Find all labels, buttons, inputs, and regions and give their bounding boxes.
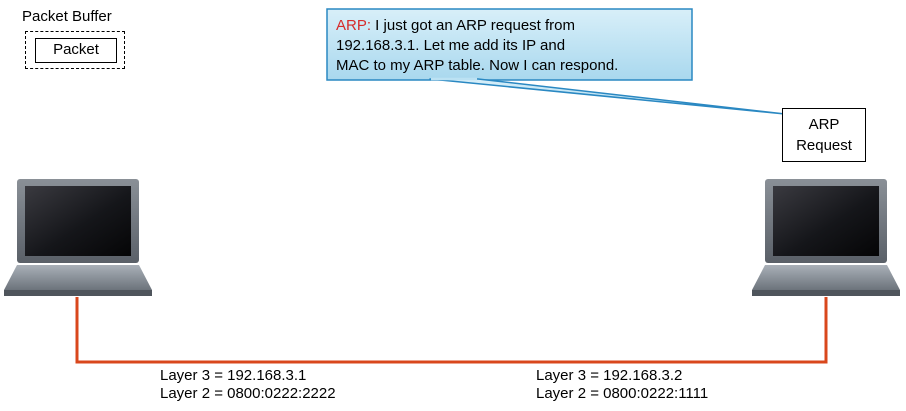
host-right-layer2: Layer 2 = 0800:0222:1111: [536, 385, 709, 402]
callout-bubble: [326, 8, 786, 115]
host-right-layer3: Layer 3 = 192.168.3.2: [536, 367, 683, 384]
packet-buffer: [25, 31, 125, 69]
host-left-layer3: Layer 3 = 192.168.3.1: [160, 367, 307, 384]
network-link: [75, 297, 828, 364]
host-right-addresses: Layer 3 = 192.168.3.2 Layer 2 = 0800:022…: [536, 367, 708, 403]
laptop-right-icon: [752, 179, 900, 296]
laptop-left-icon: [4, 179, 152, 296]
callout-line-1: ARP: I just got an ARP request from: [336, 16, 684, 36]
arp-request-box: ARP Request: [782, 108, 866, 162]
host-left-addresses: Layer 3 = 192.168.3.1 Layer 2 = 0800:022…: [160, 367, 336, 403]
packet-buffer-title: Packet Buffer: [22, 8, 112, 25]
arp-request-line-1: ARP: [808, 116, 840, 133]
host-left-layer2: Layer 2 = 0800:0222:2222: [160, 385, 336, 402]
arp-prefix: ARP:: [336, 17, 372, 34]
callout-line-3: MAC to my ARP table. Now I can respond.: [336, 57, 619, 74]
callout-line-1-text: I just got an ARP request from: [371, 17, 576, 34]
arp-request-line-2: Request: [796, 137, 852, 154]
callout-line-2: 192.168.3.1. Let me add its IP and: [336, 37, 566, 54]
packet-box: Packet: [35, 38, 117, 63]
callout-text: ARP: I just got an ARP request from 192.…: [336, 16, 684, 76]
